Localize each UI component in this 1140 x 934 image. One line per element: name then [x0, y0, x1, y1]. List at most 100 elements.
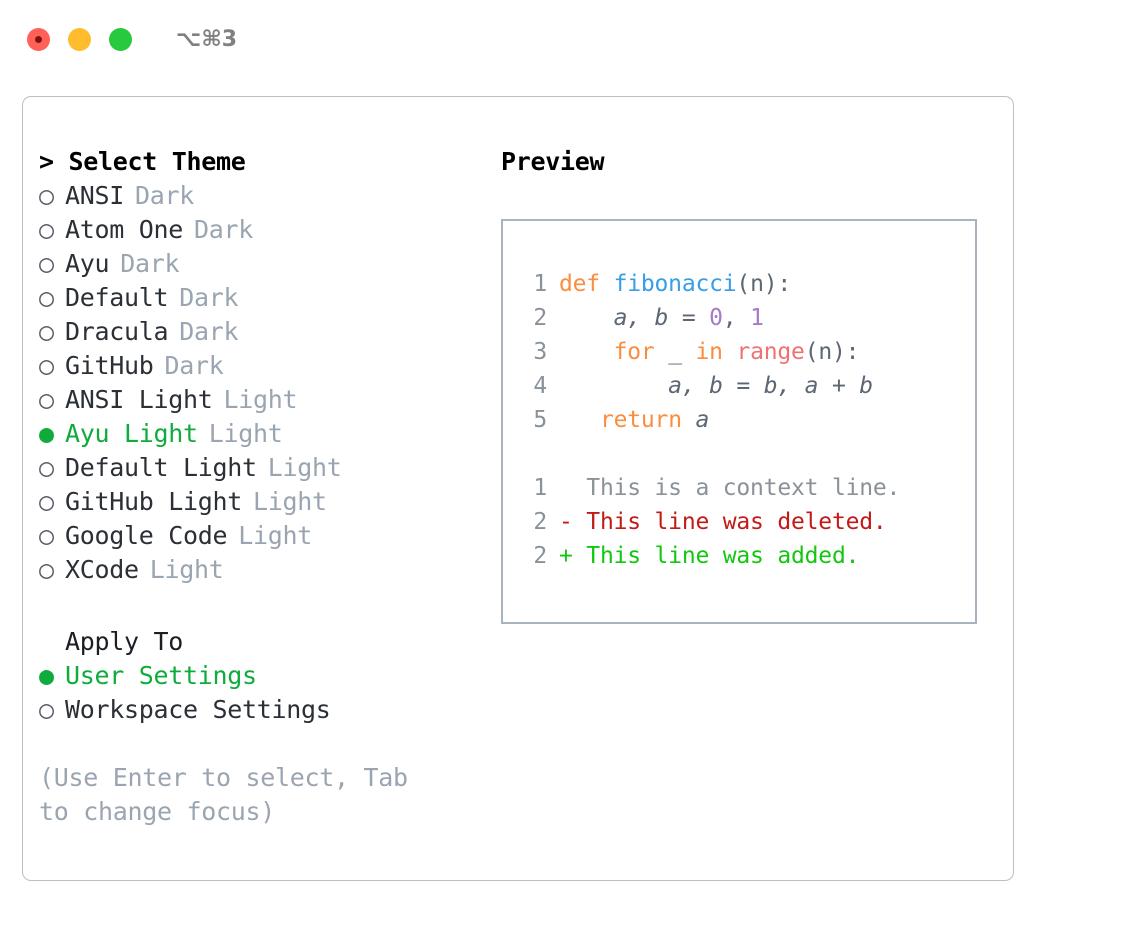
minimize-button[interactable] — [68, 27, 91, 51]
theme-option[interactable]: ● Ayu Light Light — [39, 417, 479, 451]
code-token — [723, 339, 737, 365]
radio-unselected-icon: ○ — [39, 555, 54, 584]
radio-selected-icon: ● — [39, 661, 54, 690]
code-line-number: 3 — [533, 339, 547, 365]
apply-to-heading: Apply To — [65, 627, 184, 656]
close-button[interactable] — [27, 27, 50, 51]
diff-line-content: This is a context line. — [559, 475, 901, 501]
code-token: _ — [654, 339, 696, 365]
radio-unselected-icon: ○ — [39, 351, 54, 380]
code-token: (n): — [736, 271, 792, 297]
code-line-number: 2 — [533, 305, 547, 331]
code-line: 2 a, b = 0, 1 — [503, 301, 975, 335]
code-line-content: return a — [559, 403, 709, 437]
preview-heading: Preview — [501, 147, 605, 176]
code-diff-spacer — [503, 437, 975, 471]
title-bar: ⌥⌘3 — [0, 0, 1140, 78]
code-token: range — [736, 339, 805, 365]
code-token: def — [559, 271, 614, 297]
apply-to-option[interactable]: ● User Settings — [39, 659, 479, 693]
apply-to-option-label: Workspace Settings — [65, 695, 331, 724]
diff-line-number: 2 — [533, 543, 547, 569]
theme-option-label: Ayu — [65, 249, 110, 278]
radio-unselected-icon: ○ — [39, 249, 54, 278]
theme-option-label: Ayu Light — [65, 419, 198, 448]
theme-option[interactable]: ○ Google Code Light — [39, 519, 479, 553]
code-token: a, b = — [559, 305, 710, 331]
radio-unselected-icon: ○ — [39, 695, 54, 724]
theme-option-label: Atom One — [65, 215, 184, 244]
theme-option-label: ANSI Light — [65, 385, 213, 414]
code-token: , — [722, 305, 751, 331]
code-token — [559, 339, 614, 365]
theme-variant-badge: Light — [208, 419, 283, 448]
theme-variant-badge: Dark — [120, 249, 180, 278]
keyboard-shortcut-label: ⌥⌘3 — [176, 26, 238, 52]
theme-option-label: Dracula — [65, 317, 169, 346]
apply-to-option-label: User Settings — [65, 661, 257, 690]
theme-option-label: Default — [65, 283, 169, 312]
theme-option[interactable]: ○ Default Dark — [39, 281, 479, 315]
theme-option-label: Google Code — [65, 521, 228, 550]
theme-option-label: ANSI — [65, 181, 125, 210]
code-token: 0 — [709, 305, 723, 331]
theme-variant-badge: Dark — [179, 317, 239, 346]
code-token: a, b = b, a + b — [559, 373, 873, 399]
code-line: 4 a, b = b, a + b — [503, 369, 975, 403]
theme-variant-badge: Dark — [194, 215, 254, 244]
code-token: a — [681, 407, 710, 433]
theme-variant-badge: Light — [267, 453, 342, 482]
diff-line: 2 + This line was added. — [503, 539, 975, 573]
theme-option[interactable]: ○ Atom One Dark — [39, 213, 479, 247]
radio-unselected-icon: ○ — [39, 215, 54, 244]
code-token: 1 — [750, 305, 764, 331]
theme-variant-badge: Dark — [179, 283, 239, 312]
theme-variant-badge: Light — [149, 555, 224, 584]
theme-variant-badge: Light — [223, 385, 298, 414]
radio-unselected-icon: ○ — [39, 283, 54, 312]
theme-variant-badge: Light — [253, 487, 327, 516]
code-line-number: 5 — [533, 407, 547, 433]
apply-to-list[interactable]: ● User Settings ○ Workspace Settings — [39, 659, 479, 727]
theme-variant-badge: Light — [238, 521, 313, 550]
code-line-number: 4 — [533, 373, 547, 399]
diff-line: 1 This is a context line. — [503, 471, 975, 505]
diff-line-number: 1 — [533, 475, 547, 501]
theme-option-label: GitHub Light — [65, 487, 243, 516]
code-line-content: for _ in range(n): — [559, 335, 860, 369]
diff-line: 2- This line was deleted. — [503, 505, 975, 539]
diff-preview: 1 This is a context line.2- This line wa… — [503, 471, 975, 573]
radio-unselected-icon: ○ — [39, 521, 54, 550]
apply-to-option[interactable]: ○ Workspace Settings — [39, 693, 479, 727]
code-token: fibonacci — [613, 271, 737, 297]
code-token: for — [613, 339, 655, 365]
code-line-content: def fibonacci(n): — [559, 267, 791, 301]
select-theme-heading: > Select Theme — [39, 147, 246, 176]
theme-option[interactable]: ○ Ayu Dark — [39, 247, 479, 281]
diff-line-content: + This line was added. — [559, 543, 860, 569]
theme-variant-badge: Dark — [135, 181, 195, 210]
code-line-content: a, b = 0, 1 — [559, 301, 764, 335]
code-token: return — [599, 407, 682, 433]
diff-line-content: - This line was deleted. — [559, 509, 887, 535]
zoom-button[interactable] — [109, 27, 132, 51]
radio-selected-icon: ● — [39, 419, 54, 448]
code-token: (n): — [804, 339, 860, 365]
code-line: 5 return a — [503, 403, 975, 437]
code-line-content: a, b = b, a + b — [559, 369, 873, 403]
theme-option-label: Default Light — [65, 453, 257, 482]
